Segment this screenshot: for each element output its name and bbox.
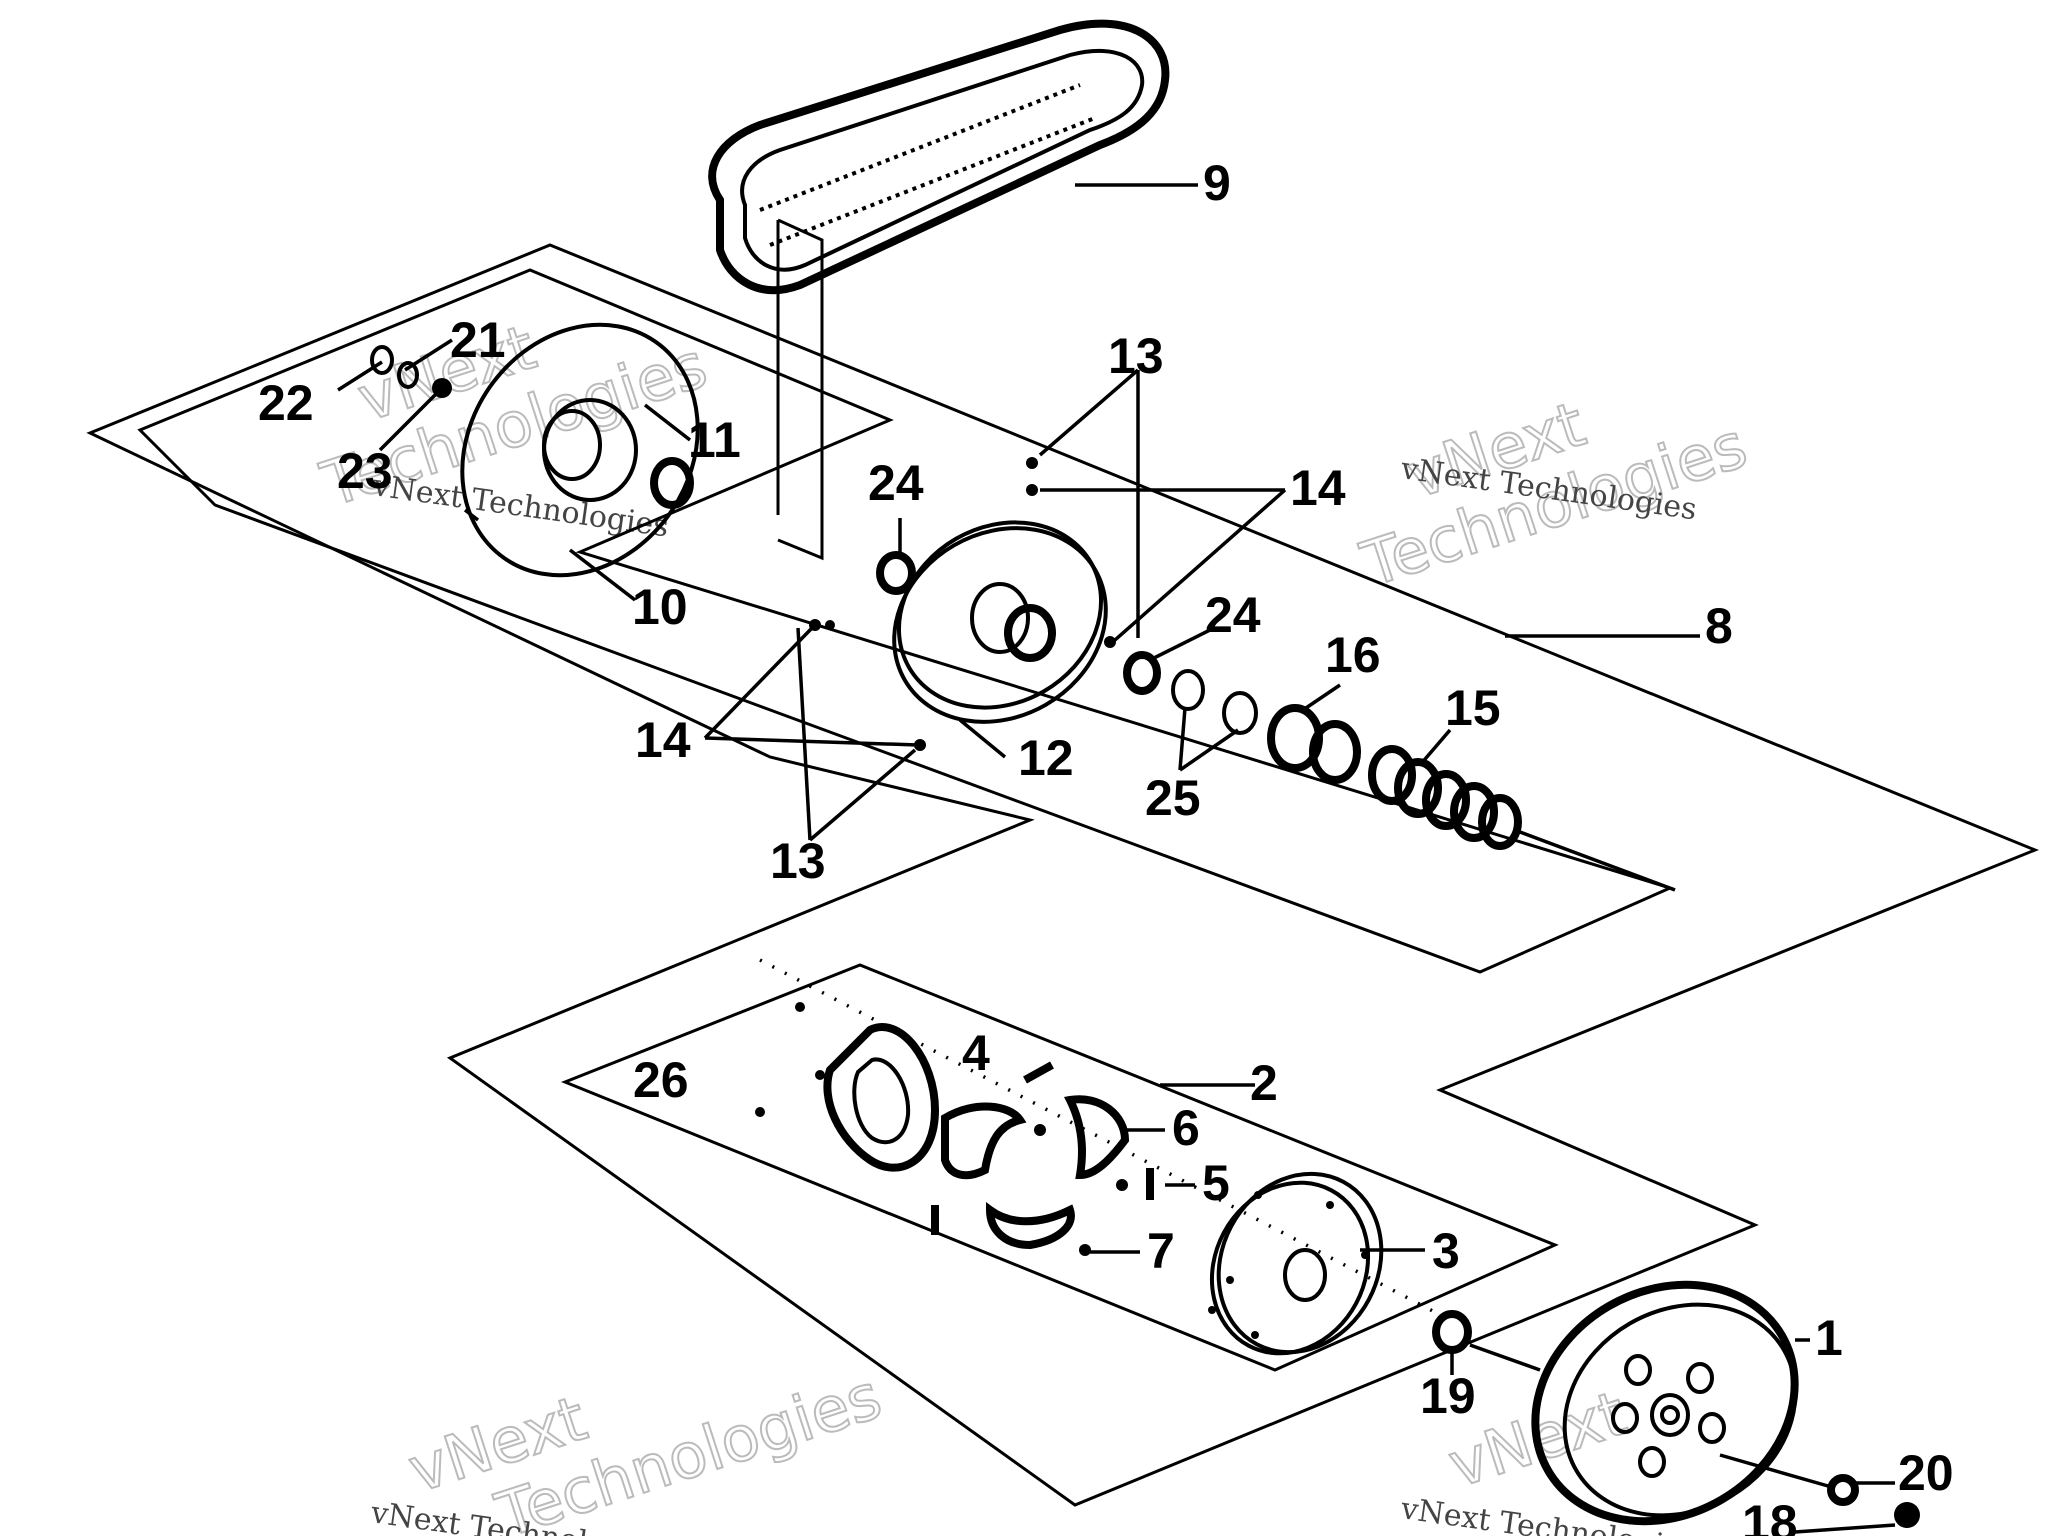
part-label-15: 15 — [1445, 680, 1501, 736]
collar-part — [650, 457, 694, 509]
drive-belt — [708, 19, 1170, 294]
clutch-shoe — [1063, 1095, 1130, 1180]
part-label-14-left: 14 — [635, 712, 691, 768]
part-label-3: 3 — [1432, 1223, 1460, 1279]
fixed-driven-face — [460, 322, 700, 578]
part-label-5: 5 — [1202, 1155, 1230, 1211]
spring-seat — [1267, 704, 1361, 784]
nut-washer-parts — [370, 345, 452, 398]
part-label-13-bottom: 13 — [770, 833, 826, 889]
part-label-13-top: 13 — [1108, 328, 1164, 384]
leader-lines — [337, 183, 1896, 1534]
part-label-21: 21 — [450, 312, 506, 368]
o-ring — [1123, 651, 1161, 695]
spring-pin — [1023, 1061, 1054, 1084]
clutch-outer — [1531, 1280, 1799, 1526]
part-label-14-right: 14 — [1290, 460, 1346, 516]
part-label-26: 26 — [633, 1052, 689, 1108]
o-ring — [876, 551, 916, 595]
part-number-labels: 9 21 22 11 23 10 13 24 14 24 8 16 15 14 … — [258, 155, 1954, 1536]
nut — [1827, 1474, 1859, 1506]
pin-dot — [795, 1002, 805, 1012]
washer — [1432, 1310, 1472, 1354]
driven-spring — [1368, 745, 1522, 850]
part-label-10: 10 — [632, 579, 688, 635]
part-label-16: 16 — [1325, 627, 1381, 683]
pin-dot — [1079, 1244, 1091, 1256]
part-label-23: 23 — [337, 443, 393, 499]
clutch-plate — [823, 1023, 940, 1172]
clutch-shoe — [941, 1102, 1027, 1180]
guide-pins — [809, 457, 1116, 751]
clutch-shoe — [985, 1202, 1075, 1250]
part-label-2: 2 — [1250, 1055, 1278, 1111]
pin-dot — [815, 1070, 825, 1080]
part-label-24-right: 24 — [1205, 587, 1261, 643]
part-label-25: 25 — [1145, 770, 1201, 826]
part-label-20: 20 — [1898, 1445, 1954, 1501]
part-label-19: 19 — [1420, 1368, 1476, 1424]
part-label-8: 8 — [1705, 598, 1733, 654]
part-label-12: 12 — [1018, 730, 1074, 786]
part-label-11: 11 — [688, 412, 741, 468]
clutch-inner-frame — [560, 963, 1559, 1372]
part-label-6: 6 — [1172, 1100, 1200, 1156]
part-label-24-left: 24 — [868, 455, 924, 511]
assembly-frames — [86, 218, 2039, 1507]
pin-dot — [755, 1107, 765, 1117]
part-label-9: 9 — [1203, 155, 1231, 211]
upper-inner-frame — [137, 268, 1675, 974]
drive-face-box — [777, 218, 824, 561]
part-label-18: 18 — [1742, 1495, 1798, 1536]
pin-dot — [1034, 1124, 1046, 1136]
outer-assembly-frame — [86, 243, 2039, 1507]
seal — [1222, 691, 1258, 735]
pin-dot — [1116, 1179, 1128, 1191]
watermark-group: vNext Technologies vNext Technologies vN… — [312, 309, 1756, 1536]
part-label-22: 22 — [258, 375, 314, 431]
clutch-carrier — [1208, 1171, 1384, 1356]
nut — [1894, 1502, 1920, 1528]
part-label-4: 4 — [962, 1025, 990, 1081]
seal — [1171, 669, 1205, 711]
part-label-1: 1 — [1815, 1310, 1843, 1366]
part-label-7: 7 — [1147, 1223, 1175, 1279]
movable-driven-face — [892, 520, 1108, 724]
